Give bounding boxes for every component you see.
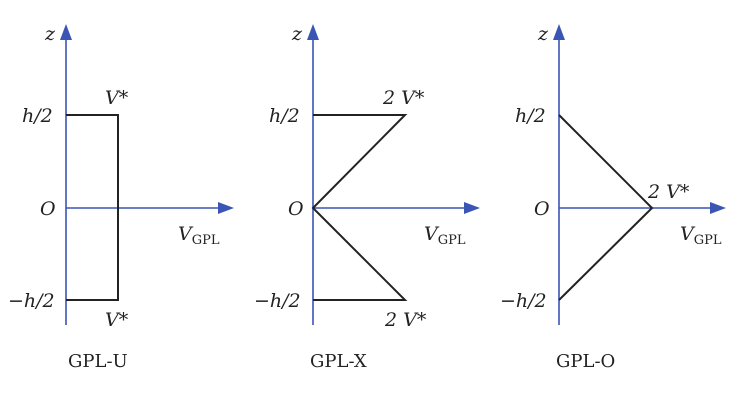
panel-gpl-u: z O h/2 −h/2 V* V* VGPL GPL-U bbox=[8, 23, 234, 372]
v-axis-arrow-icon bbox=[464, 202, 480, 214]
top-value-label: V* bbox=[105, 87, 129, 109]
mid-value-label: 2 V* bbox=[647, 181, 690, 203]
v-axis-arrow-icon bbox=[218, 202, 234, 214]
top-label: h/2 bbox=[515, 105, 546, 127]
bottom-label: −h/2 bbox=[500, 290, 547, 312]
z-label: z bbox=[537, 23, 549, 45]
origin-label: O bbox=[288, 198, 304, 220]
panel-gpl-o: z O h/2 −h/2 2 V* VGPL GPL-O bbox=[500, 23, 726, 372]
origin-label: O bbox=[40, 198, 56, 220]
v-axis-label: VGPL bbox=[680, 223, 722, 248]
caption: GPL-O bbox=[556, 351, 615, 372]
caption: GPL-X bbox=[310, 351, 367, 372]
panel-gpl-x: z O h/2 −h/2 2 V* 2 V* VGPL GPL-X bbox=[254, 23, 480, 372]
bottom-label: −h/2 bbox=[254, 290, 301, 312]
v-axis-label: VGPL bbox=[178, 223, 220, 248]
z-axis-arrow-icon bbox=[553, 24, 565, 40]
bottom-value-label: 2 V* bbox=[384, 309, 427, 331]
bottom-label: −h/2 bbox=[8, 290, 55, 312]
v-axis-label: VGPL bbox=[424, 223, 466, 248]
z-label: z bbox=[291, 23, 303, 45]
profile-line bbox=[66, 114, 119, 301]
bottom-value-label: V* bbox=[105, 309, 129, 331]
profile-line bbox=[311, 114, 408, 301]
z-axis-arrow-icon bbox=[60, 24, 72, 40]
origin-label: O bbox=[534, 198, 550, 220]
v-axis-arrow-icon bbox=[710, 202, 726, 214]
z-label: z bbox=[44, 23, 56, 45]
caption: GPL-U bbox=[68, 351, 128, 372]
top-label: h/2 bbox=[269, 105, 300, 127]
top-label: h/2 bbox=[22, 105, 53, 127]
z-axis-arrow-icon bbox=[307, 24, 319, 40]
profile-line bbox=[558, 114, 654, 301]
top-value-label: 2 V* bbox=[382, 87, 425, 109]
